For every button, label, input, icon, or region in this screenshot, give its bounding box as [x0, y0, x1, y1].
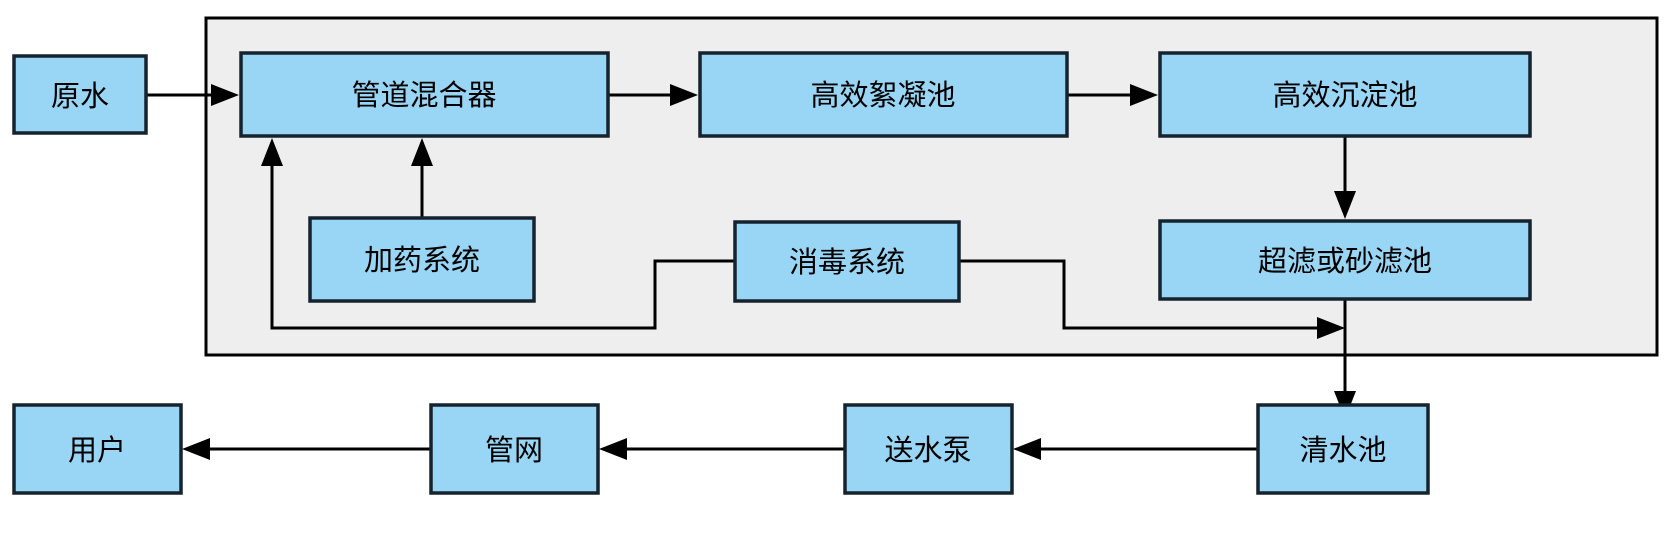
arrowhead-left: [1013, 438, 1041, 460]
node-end-user[interactable]: 用户: [12, 403, 183, 495]
edge-layer: [147, 84, 1356, 460]
node-flocculation-tank[interactable]: 高效絮凝池: [698, 51, 1069, 138]
node-filtration-tank[interactable]: 超滤或砂滤池: [1158, 219, 1532, 301]
arrowhead-up: [261, 138, 283, 166]
node-pipe-mixer[interactable]: 管道混合器: [239, 51, 610, 138]
arrowhead-right: [1317, 317, 1345, 339]
edge-disinfection-to-pipe-mixer: [261, 138, 735, 330]
node-sedimentation-tank[interactable]: 高效沉淀池: [1158, 51, 1532, 138]
edge-pipe-mixer-to-flocculation: [609, 84, 698, 106]
node-clear-well[interactable]: 清水池: [1256, 403, 1430, 495]
edge-raw-water-to-pipe-mixer: [147, 84, 239, 106]
node-dosing-system[interactable]: 加药系统: [308, 216, 536, 303]
arrowhead-left: [599, 438, 627, 460]
node-disinfection-system[interactable]: 消毒系统: [733, 220, 961, 303]
edge-disinfection-to-filtration: [959, 259, 1345, 339]
arrowhead-right: [211, 84, 239, 106]
node-water-pump[interactable]: 送水泵: [843, 403, 1014, 495]
arrowhead-right: [670, 84, 698, 106]
node-pipe-network[interactable]: 管网: [429, 403, 600, 495]
edge-dosing-to-pipe-mixer: [411, 138, 433, 218]
arrowhead-right: [1130, 84, 1158, 106]
arrowhead-left: [182, 438, 210, 460]
edge-flocculation-to-sedimentation: [1068, 84, 1158, 106]
arrowhead-down: [1334, 191, 1356, 219]
arrowhead-up: [411, 138, 433, 166]
edge-pipe-network-to-end-user: [182, 438, 431, 460]
edge-clear-well-to-water-pump: [1013, 438, 1258, 460]
node-raw-water[interactable]: 原水: [12, 54, 148, 135]
edge-sedimentation-to-filtration: [1334, 137, 1356, 219]
edge-water-pump-to-pipe-network: [599, 438, 845, 460]
